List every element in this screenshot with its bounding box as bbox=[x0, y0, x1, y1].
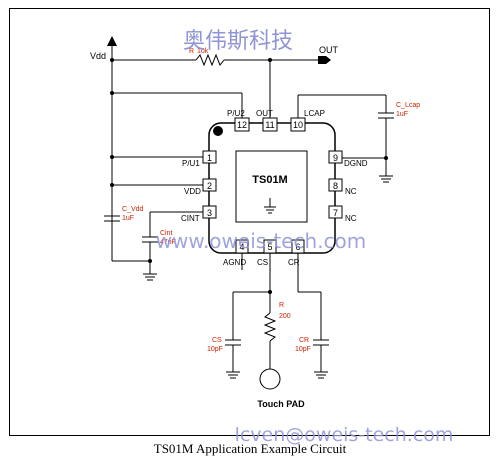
pin-name-9: DGND bbox=[344, 159, 368, 168]
pin-name-2: VDD bbox=[184, 187, 201, 196]
pin-number-11: 11 bbox=[265, 120, 274, 130]
r200-ref: R bbox=[279, 302, 284, 309]
pin-number-4: 4 bbox=[239, 242, 244, 252]
pin-name-5: CS bbox=[257, 258, 268, 267]
touch-pad-icon bbox=[259, 368, 281, 390]
pin-name-8: NC bbox=[345, 187, 357, 196]
chip-pad bbox=[235, 150, 308, 223]
pin-number-7: 7 bbox=[333, 208, 338, 218]
c-lcap-ref: C_Lcap bbox=[396, 102, 420, 109]
pin-name-3: CINT bbox=[181, 214, 200, 223]
url-watermark: www.oweis-tech.com bbox=[156, 229, 367, 253]
c-cr-ref: CR bbox=[299, 337, 309, 344]
out-port-icon bbox=[318, 56, 331, 64]
resistor-r10k bbox=[195, 53, 225, 67]
c-int-ref: Cint bbox=[160, 230, 173, 237]
vdd-net-label: Vdd bbox=[90, 51, 106, 61]
c-cr-value: 10pF bbox=[295, 346, 311, 353]
pin-number-6: 6 bbox=[295, 242, 300, 252]
r10k-value: 10k bbox=[197, 48, 209, 55]
pin-number-2: 2 bbox=[207, 181, 212, 191]
pin-name-11: OUT bbox=[256, 109, 273, 118]
pin-name-7: NC bbox=[345, 214, 357, 223]
pin-name-10: LCAP bbox=[304, 109, 325, 118]
c-cs-ref: CS bbox=[212, 337, 222, 344]
pin-number-10: 10 bbox=[293, 120, 303, 130]
pin-name-4: AGND bbox=[223, 258, 246, 267]
pin-number-12: 12 bbox=[237, 120, 247, 130]
c-vdd-value: 1uF bbox=[122, 215, 134, 222]
pin-number-1: 1 bbox=[207, 153, 212, 163]
pin-name-12: P/U2 bbox=[227, 109, 245, 118]
vdd-arrow-icon bbox=[107, 36, 117, 46]
c-lcap-value: 1uF bbox=[396, 111, 408, 118]
figure-caption: TS01M Application Example Circuit bbox=[153, 441, 347, 456]
c-vdd-ref: C_Vdd bbox=[122, 206, 144, 213]
c-cs-value: 10pF bbox=[207, 346, 223, 353]
pin-name-1: P/U1 bbox=[182, 159, 200, 168]
r200-value: 200 bbox=[279, 313, 291, 320]
chip-name: TS01M bbox=[252, 174, 287, 186]
touch-pad-label: Touch PAD bbox=[257, 399, 305, 409]
pin-name-6: CR bbox=[288, 258, 300, 267]
resistor-r200 bbox=[263, 312, 277, 342]
pin-number-3: 3 bbox=[207, 208, 212, 218]
pin1-marker bbox=[213, 126, 223, 136]
email-watermark: lcven@oweis-tech.com bbox=[235, 424, 454, 446]
r10k-ref: R bbox=[189, 48, 194, 55]
schematic-frame bbox=[9, 8, 490, 436]
pin-number-5: 5 bbox=[267, 242, 272, 252]
chinese-watermark: 奥伟斯科技 bbox=[183, 29, 293, 54]
pin-number-8: 8 bbox=[333, 181, 338, 191]
out-net-label: OUT bbox=[319, 45, 339, 55]
pin-number-9: 9 bbox=[333, 153, 338, 163]
c-int-value: 47nF bbox=[160, 239, 176, 246]
